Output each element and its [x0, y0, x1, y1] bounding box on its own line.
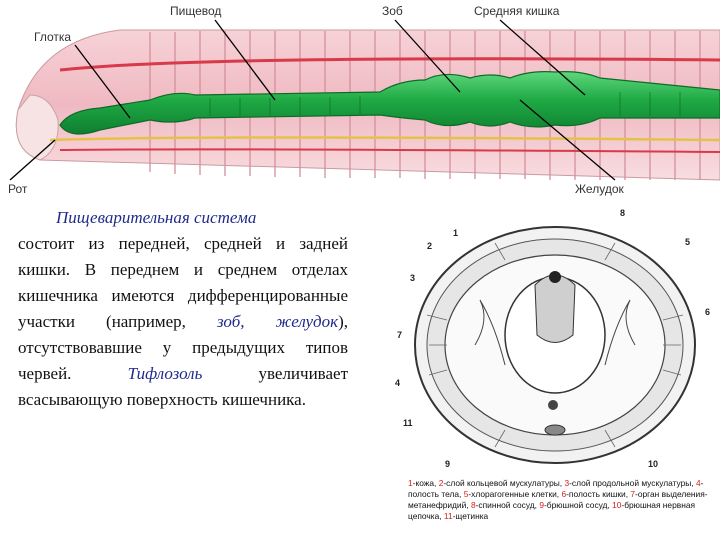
cs-num-1: 1 — [453, 228, 459, 238]
label-pharynx: Глотка — [34, 30, 72, 44]
legend-num: 6 — [561, 489, 567, 499]
text-part: увеличивает всасывающую поверхность кише… — [18, 364, 348, 409]
legend-num: 11 — [443, 511, 453, 521]
cs-num-7: 7 — [397, 330, 403, 340]
legend-num: 10 — [612, 500, 622, 510]
legend-text: -орган выделения-метанефридий, — [408, 489, 708, 510]
paragraph: Пищеварительная система состоит из передн… — [18, 205, 348, 413]
nerve-cord — [544, 424, 566, 436]
cs-num-8: 8 — [620, 208, 626, 218]
label-mouth: Рот — [8, 182, 28, 196]
highlight-crop-gizzard: зоб, желудок — [217, 312, 339, 331]
text-part: состоит из передней, средней и задней ки… — [18, 234, 348, 331]
cs-num-6: 6 — [705, 307, 711, 317]
legend-text: -щетинка — [452, 511, 489, 521]
legend-text: -хлорагогенные клетки, — [468, 489, 562, 499]
digestive-tract — [59, 71, 720, 135]
text-part: ), отсутствовавшие у предыдущих типов че… — [18, 312, 348, 383]
cs-num-3: 3 — [410, 273, 416, 283]
cs-num-9: 9 — [445, 459, 451, 469]
legend-text: -слой кольцевой мускулатуры, — [443, 478, 565, 488]
legend-text: -полость кишки, — [566, 489, 631, 499]
legend-num: 5 — [463, 489, 469, 499]
worm-head — [15, 94, 59, 161]
label-esophagus: Пищевод — [170, 4, 222, 18]
legend-text: -кожа, — [412, 478, 439, 488]
legend-text: -полость тела, — [408, 478, 704, 499]
cs-num-4: 4 — [395, 378, 401, 388]
typhlosole — [534, 274, 576, 343]
cs-num-5: 5 — [685, 237, 691, 247]
legend-num: 2 — [438, 478, 444, 488]
legend-text: -брюшной сосуд, — [543, 500, 613, 510]
highlight-typhlosole: Тифлозоль — [127, 364, 203, 383]
label-crop: Зоб — [382, 4, 403, 18]
earthworm-digestive-figure — [9, 19, 720, 181]
legend-text: -спинной сосуд, — [475, 500, 540, 510]
legend-num: 1 — [408, 478, 413, 488]
cs-num-2: 2 — [427, 241, 433, 251]
cs-num-11: 11 — [403, 418, 413, 428]
legend-text: -брюшная нервная цепочка, — [408, 500, 696, 521]
legend-num: 8 — [470, 500, 476, 510]
legend-num: 3 — [564, 478, 570, 488]
legend-text: -слой продольной мускулатуры, — [569, 478, 696, 488]
cross-section-figure — [414, 226, 696, 464]
label-gizzard: Желудок — [575, 182, 624, 196]
highlight-digestive-system: Пищеварительная система — [56, 208, 257, 227]
label-midgut: Средняя кишка — [474, 4, 560, 18]
legend-num: 9 — [539, 500, 544, 510]
legend-num: 4 — [695, 478, 701, 488]
legend-num: 7 — [630, 489, 636, 499]
cs-num-10: 10 — [648, 459, 659, 469]
ventral-vessel — [548, 400, 558, 410]
dorsal-vessel — [549, 271, 561, 283]
cross-section-legend: 1-кожа, 2-слой кольцевой мускулатуры, 3-… — [408, 478, 708, 522]
description-text: Пищеварительная система состоит из передн… — [18, 205, 348, 413]
